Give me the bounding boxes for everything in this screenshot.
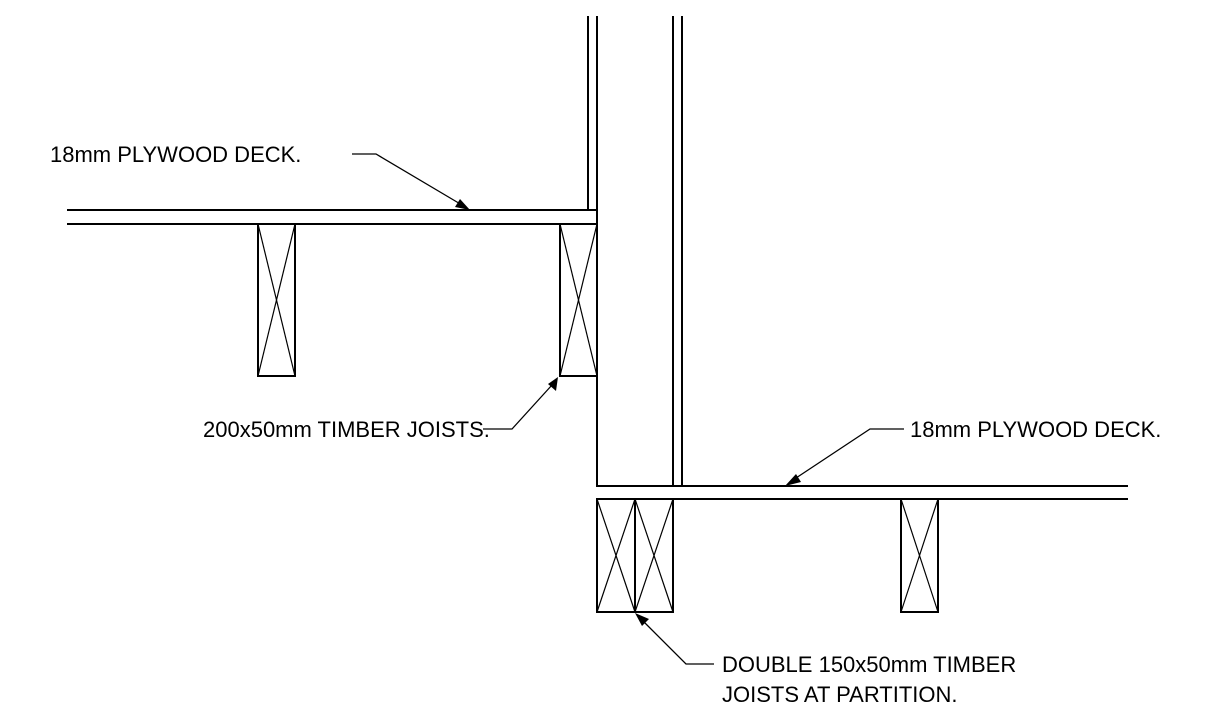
partition-wall	[587, 16, 683, 487]
label-upper-timber-joists: 200x50mm TIMBER JOISTS.	[203, 417, 490, 442]
partition-double-joists	[596, 498, 674, 613]
label-upper-plywood-deck: 18mm PLYWOOD DECK.	[50, 142, 302, 167]
lower-plywood-deck	[596, 485, 1128, 500]
label-partition-joists-line2: JOISTS AT PARTITION.	[722, 682, 958, 707]
upper-joist-1	[257, 223, 296, 377]
upper-plywood-deck	[67, 209, 598, 225]
label-partition-joists-line1: DOUBLE 150x50mm TIMBER	[722, 652, 1017, 677]
label-lower-plywood-deck: 18mm PLYWOOD DECK.	[910, 417, 1162, 442]
lower-joist	[900, 498, 939, 613]
leader-upper-deck	[352, 153, 470, 210]
leader-partition-joists	[635, 613, 714, 665]
leader-upper-joists	[483, 377, 558, 430]
upper-joist-2	[559, 223, 598, 377]
leader-lower-deck	[785, 428, 904, 486]
